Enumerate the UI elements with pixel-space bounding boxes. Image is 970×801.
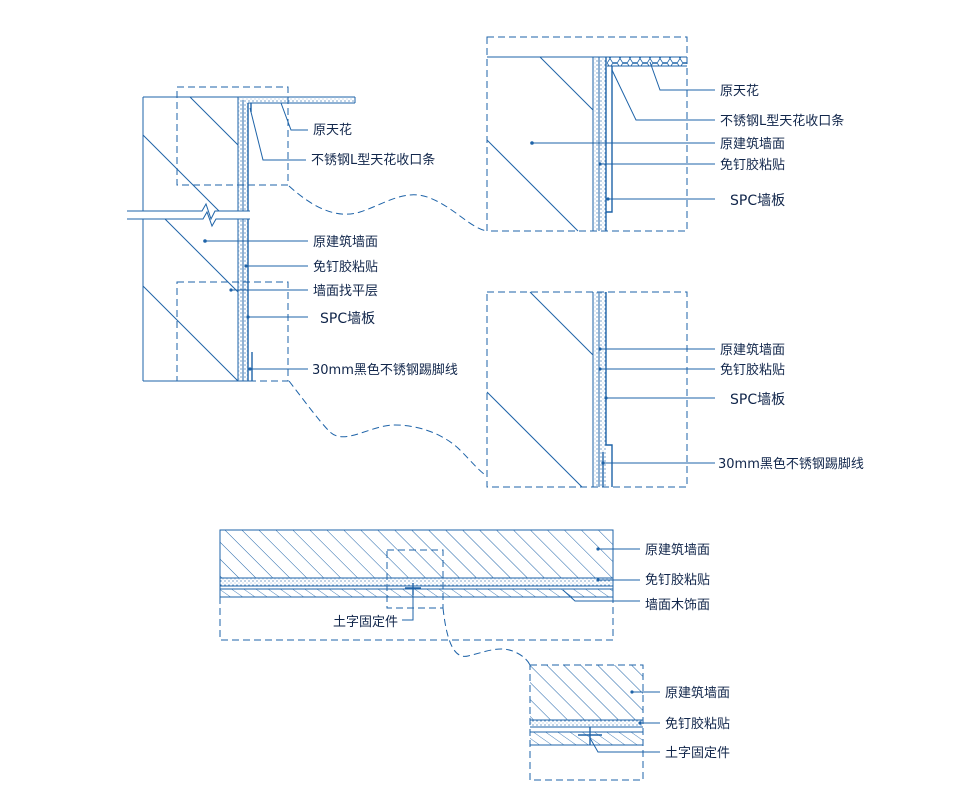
label-steel-skirting: 30mm黑色不锈钢踢脚线 <box>312 362 458 378</box>
plan-section <box>219 529 614 641</box>
label-steel-ceiling-trim: 不锈钢L型天花收口条 <box>311 152 435 168</box>
skirting-detail-labels: 原建筑墙面 免钉胶粘贴 SPC墙板 30mm黑色不锈钢踢脚线 <box>718 342 864 472</box>
left-wall-section <box>127 86 356 382</box>
plan-detail-leaders <box>589 690 660 753</box>
label-nail-free-adhesive: 免钉胶粘贴 <box>720 157 785 173</box>
ceiling-detail-leaders <box>530 61 715 201</box>
skirting-detail-leaders <box>598 347 715 465</box>
plan-section-leaders <box>402 547 640 621</box>
label-t-fixing: 土字固定件 <box>333 615 398 630</box>
left-section-labels: 原天花 不锈钢L型天花收口条 原建筑墙面 免钉胶粘贴 墙面找平层 SPC墙板 3… <box>311 122 458 378</box>
label-steel-ceiling-trim: 不锈钢L型天花收口条 <box>720 113 844 129</box>
ceiling-detail <box>486 36 688 232</box>
label-nail-free-adhesive: 免钉胶粘贴 <box>665 716 730 732</box>
plan-detail-labels: 原建筑墙面 免钉胶粘贴 土字固定件 <box>665 685 730 761</box>
ceiling-detail-labels: 原天花 不锈钢L型天花收口条 原建筑墙面 免钉胶粘贴 SPC墙板 <box>720 83 844 209</box>
plan-detail <box>529 664 644 781</box>
label-original-wall: 原建筑墙面 <box>665 685 730 701</box>
connector-curve-plan <box>442 607 531 666</box>
label-steel-skirting: 30mm黑色不锈钢踢脚线 <box>718 456 864 472</box>
label-spc-panel: SPC墙板 <box>730 392 785 408</box>
label-original-wall: 原建筑墙面 <box>645 542 710 558</box>
plan-section-labels: 原建筑墙面 免钉胶粘贴 墙面木饰面 土字固定件 <box>333 542 710 630</box>
left-section-leaders <box>203 102 308 371</box>
label-spc-panel: SPC墙板 <box>730 193 785 209</box>
label-original-wall: 原建筑墙面 <box>720 342 785 358</box>
label-nail-free-adhesive: 免钉胶粘贴 <box>720 362 785 378</box>
label-original-wall: 原建筑墙面 <box>313 234 378 250</box>
label-original-ceiling: 原天花 <box>313 122 352 138</box>
connector-curve-bottom <box>288 380 488 477</box>
label-wood-veneer: 墙面木饰面 <box>645 598 710 613</box>
label-spc-panel: SPC墙板 <box>320 311 375 327</box>
connector-curve-top <box>288 185 488 232</box>
label-nail-free-adhesive: 免钉胶粘贴 <box>645 572 710 588</box>
label-nail-free-adhesive: 免钉胶粘贴 <box>313 259 378 275</box>
label-original-wall: 原建筑墙面 <box>720 136 785 152</box>
label-t-fixing: 土字固定件 <box>665 746 730 761</box>
skirting-detail <box>486 291 688 488</box>
label-original-ceiling: 原天花 <box>720 83 759 99</box>
label-leveling-layer: 墙面找平层 <box>313 284 378 299</box>
